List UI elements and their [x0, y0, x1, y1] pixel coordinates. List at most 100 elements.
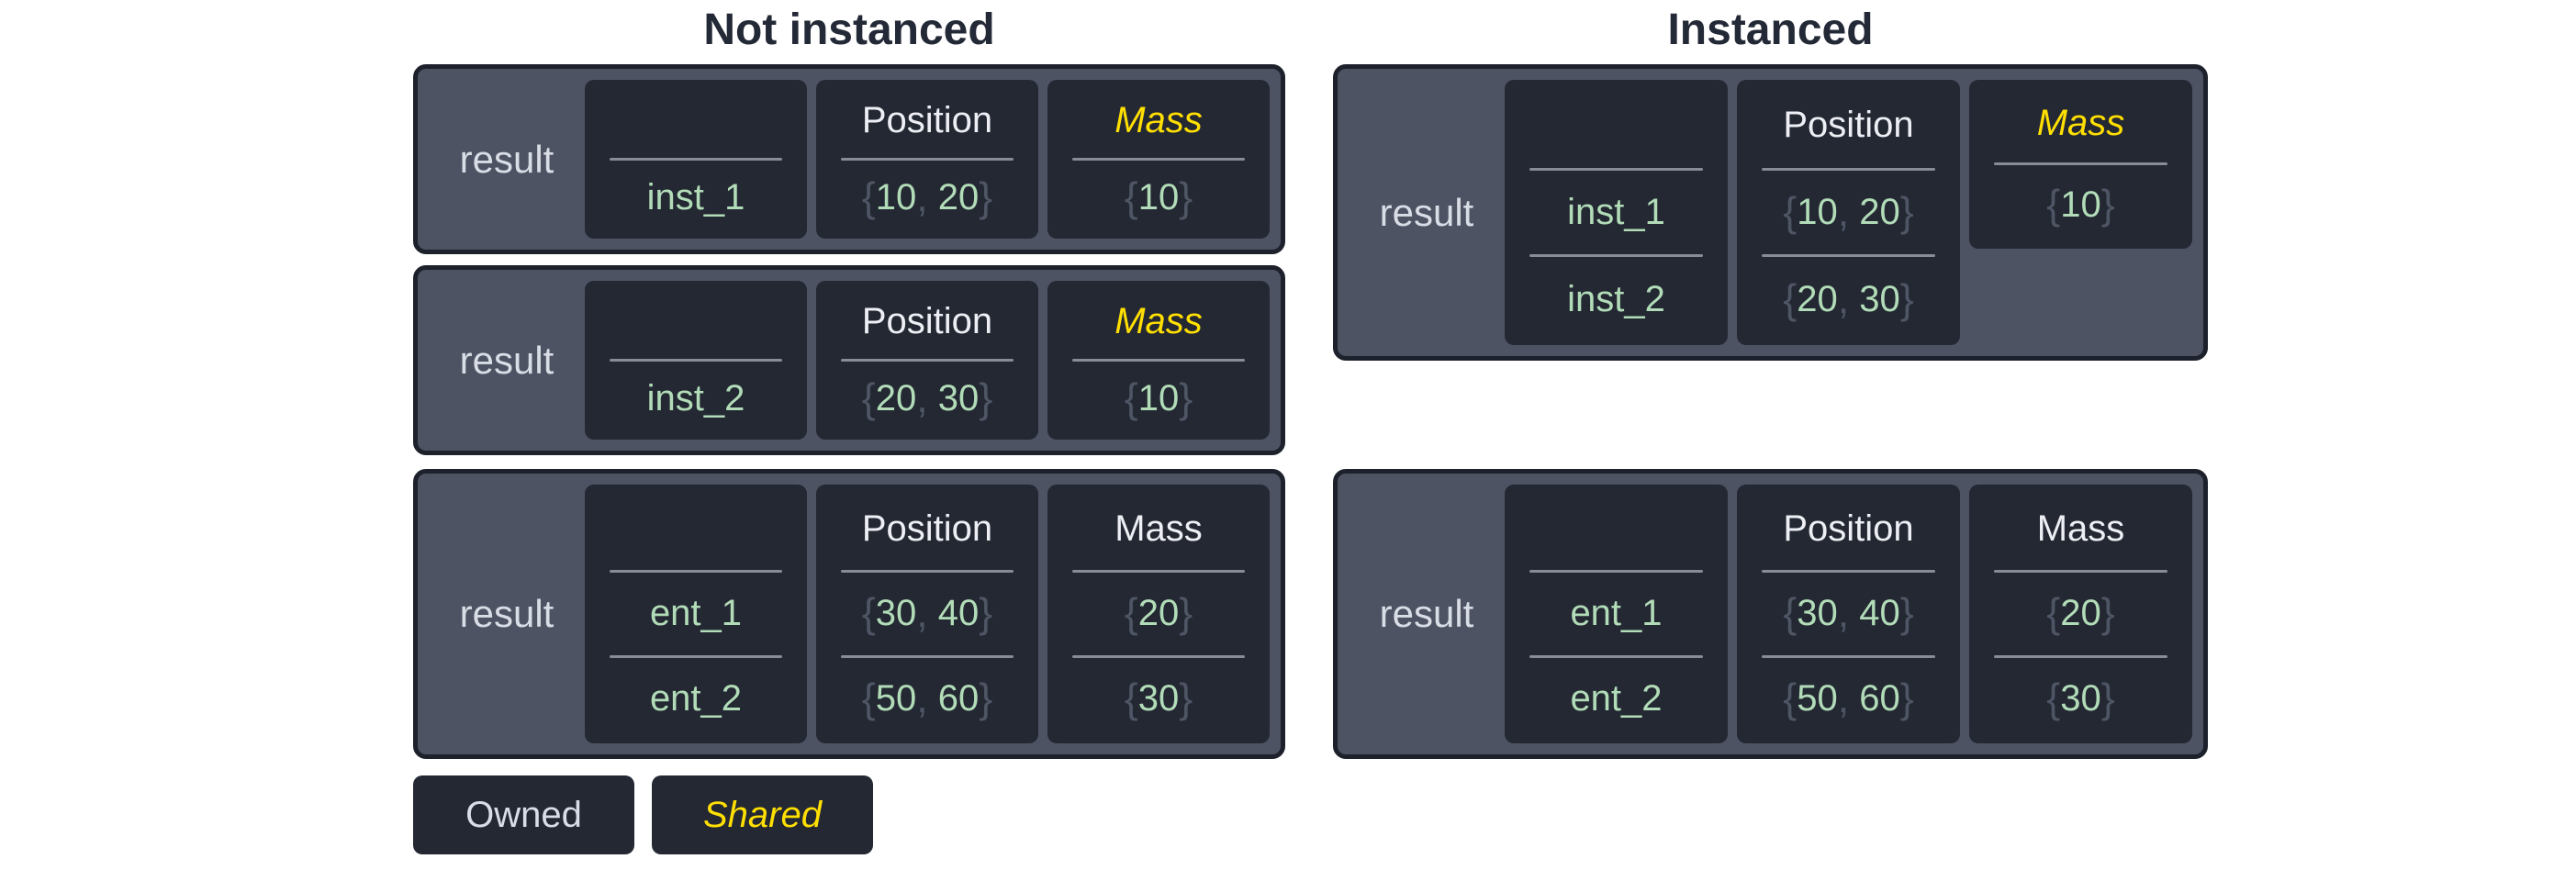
component-column: Position{30, 40}{50, 60}	[816, 485, 1038, 743]
brace: }	[1899, 590, 1914, 637]
value-cell: {10}	[2046, 181, 2115, 228]
row-divider	[1071, 359, 1246, 362]
brace: {	[861, 675, 876, 721]
row-divider	[609, 570, 783, 574]
brace: }	[1179, 375, 1193, 421]
brace: {	[1124, 174, 1138, 220]
brace: }	[1179, 675, 1193, 721]
row-divider	[1761, 570, 1936, 574]
value-cell: {20, 30}	[1783, 275, 1914, 322]
value-cell: ent_2	[1570, 677, 1663, 719]
result-label: result	[1379, 190, 1474, 234]
column-header: Position	[861, 508, 993, 550]
brace: }	[1179, 590, 1193, 637]
row-divider	[1071, 570, 1246, 574]
brace: }	[979, 375, 993, 421]
value-cell: {30}	[1124, 675, 1193, 721]
component-column: Mass{20}{30}	[1969, 485, 2192, 743]
value-cell: {10}	[1124, 174, 1193, 220]
legend-shared-chip: Shared	[652, 775, 873, 854]
brace: {	[1124, 375, 1138, 421]
column-header	[585, 84, 807, 158]
value-cell: inst_1	[646, 177, 745, 218]
legend-owned-chip: Owned	[413, 775, 634, 854]
row-divider	[1993, 570, 2168, 574]
comma-separator: ,	[916, 375, 928, 421]
row-divider	[609, 654, 783, 658]
row-divider	[1529, 570, 1704, 574]
column-header	[585, 284, 807, 359]
brace: }	[979, 675, 993, 721]
brace: {	[861, 174, 876, 220]
brace: }	[1899, 275, 1914, 322]
column-header	[585, 488, 807, 570]
component-column: Mass {10}	[1047, 80, 1270, 239]
legend: Owned Shared	[413, 775, 873, 854]
brace: {	[1783, 675, 1798, 721]
brace: }	[1899, 189, 1914, 235]
brace: {	[2046, 675, 2061, 721]
result-label: result	[459, 338, 554, 382]
value-cell: inst_2	[646, 378, 745, 418]
component-column: inst_1	[585, 80, 807, 239]
brace: }	[1899, 675, 1914, 721]
column-group: inst_2 Position {20, 30} Mass {10}	[585, 281, 1270, 440]
comma-separator: ,	[916, 174, 928, 220]
brace: {	[1124, 590, 1138, 637]
result-label: result	[459, 137, 554, 181]
row-divider	[609, 359, 783, 362]
brace: {	[861, 375, 876, 421]
component-column: ent_1 ent_2	[585, 485, 807, 743]
result-label: result	[1379, 592, 1474, 635]
component-column: Mass{20}{30}	[1047, 485, 1270, 743]
brace: {	[2046, 590, 2061, 637]
row-divider	[609, 158, 783, 161]
row-divider	[1993, 654, 2168, 658]
brace: {	[1783, 275, 1798, 322]
row-divider	[1529, 167, 1704, 171]
value-cell: {50, 60}	[1783, 675, 1914, 721]
value-cell: ent_2	[649, 677, 743, 719]
column-header: Position	[1783, 508, 1914, 550]
value-cell: {20}	[2046, 590, 2115, 637]
component-column: Position {20, 30}	[816, 281, 1038, 440]
row-divider	[840, 654, 1014, 658]
column-header: Mass	[1114, 100, 1203, 140]
brace: {	[2046, 181, 2061, 228]
brace: {	[861, 590, 876, 637]
row-divider	[840, 359, 1014, 362]
value-cell: {10}	[1124, 375, 1193, 421]
component-column: Position {30, 40} {50, 60}	[1737, 485, 1960, 743]
value-cell: {20, 30}	[861, 375, 993, 421]
value-cell: {50, 60}	[861, 675, 993, 721]
comma-separator: ,	[1837, 189, 1850, 235]
value-cell: {30, 40}	[1783, 590, 1914, 637]
column-header: Mass	[1114, 301, 1203, 341]
brace: }	[1179, 174, 1193, 220]
comma-separator: ,	[1837, 275, 1850, 322]
column-header: Position	[861, 100, 993, 140]
column-header: Position	[861, 301, 993, 341]
value-cell: ent_1	[649, 593, 743, 634]
row-divider	[1761, 167, 1936, 171]
component-column: inst_2	[585, 281, 807, 440]
column-header: Mass	[1114, 508, 1203, 550]
column-header	[1505, 84, 1728, 168]
row-divider	[1761, 254, 1936, 258]
column-header	[1505, 488, 1728, 570]
row-divider	[1529, 654, 1704, 658]
comma-separator: ,	[1837, 590, 1850, 637]
result-label: result	[459, 592, 554, 635]
brace: }	[2100, 590, 2115, 637]
row-divider	[1529, 254, 1704, 258]
